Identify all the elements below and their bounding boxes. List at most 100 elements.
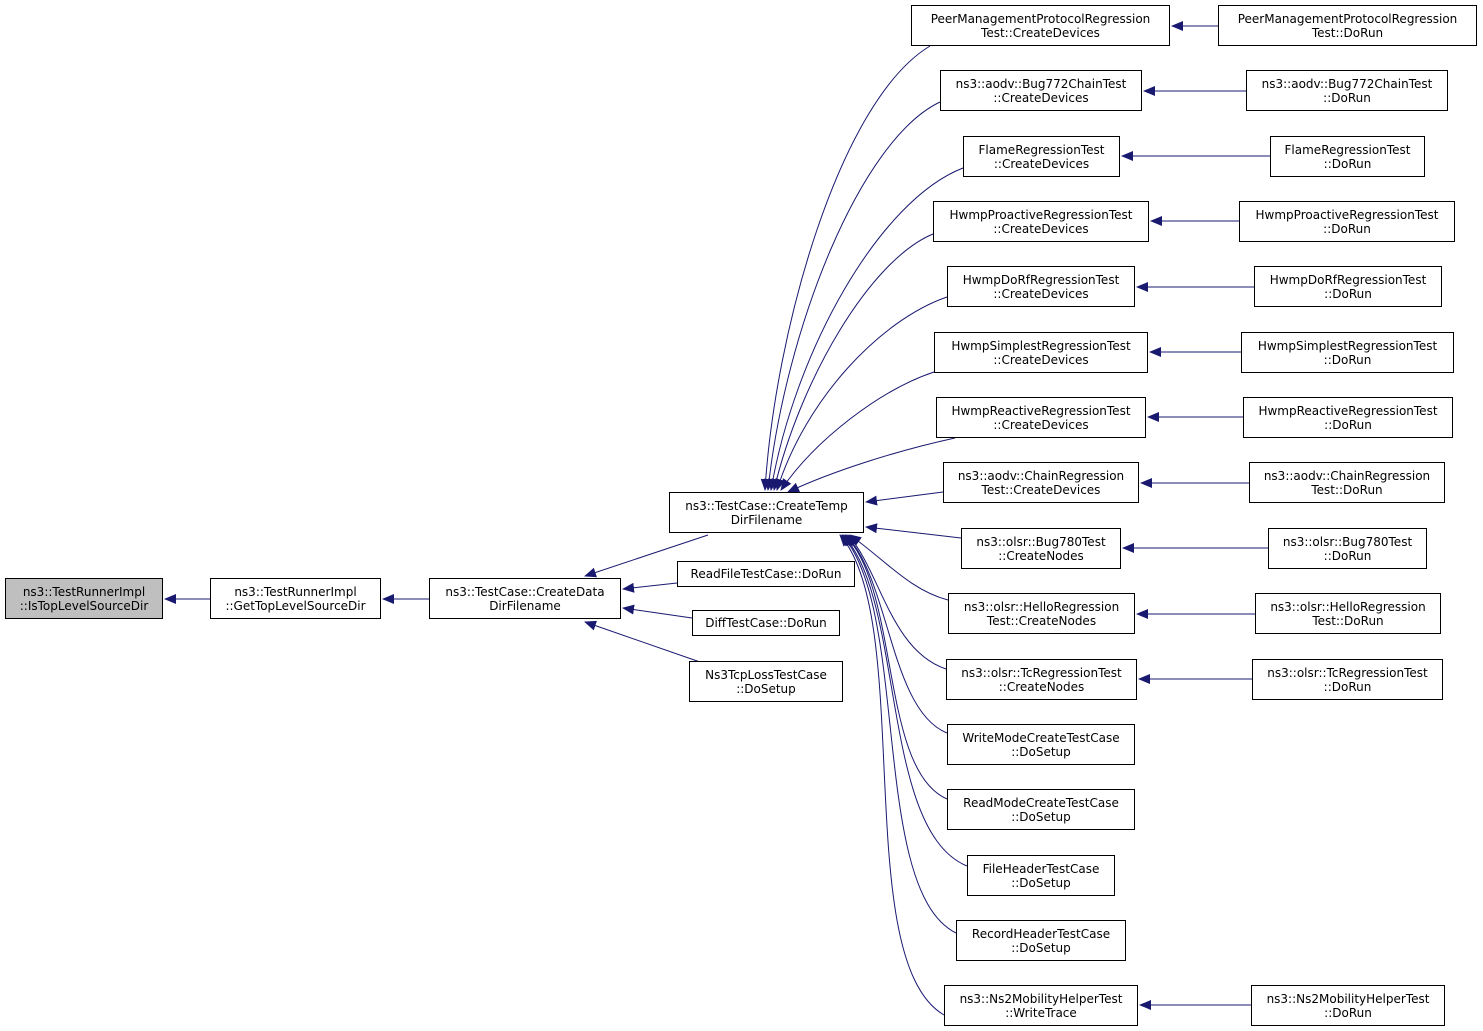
node-label-line2: ::GetTopLevelSourceDir: [225, 598, 366, 613]
node-hwmp-reactive-create-devices[interactable]: HwmpReactiveRegressionTest ::CreateDevic…: [936, 397, 1146, 438]
node-label-line2: ::DoRun: [1323, 90, 1371, 105]
node-label-line1: ns3::TestRunnerImpl: [234, 584, 357, 599]
node-label-line1: ns3::TestCase::CreateData: [445, 584, 605, 599]
node-label-line2: ::DoRun: [1324, 1005, 1372, 1020]
node-olsr-hello-create-nodes[interactable]: ns3::olsr::HelloRegression Test::CreateN…: [948, 593, 1135, 634]
node-write-mode-create-do-setup[interactable]: WriteModeCreateTestCase ::DoSetup: [947, 724, 1135, 765]
node-label-line2: ::DoSetup: [1011, 940, 1071, 955]
node-label-line2: Test::CreateDevices: [981, 25, 1100, 40]
node-hwmp-reactive-do-run[interactable]: HwmpReactiveRegressionTest ::DoRun: [1243, 397, 1453, 438]
node-label-line2: DirFilename: [489, 598, 561, 613]
node-label-line1: PeerManagementProtocolRegression: [930, 11, 1151, 26]
edge-recordheader-to-createtemp: [841, 534, 957, 934]
node-label-line1: ns3::olsr::Bug780Test: [976, 534, 1106, 549]
node-aodv-chain-create-devices[interactable]: ns3::aodv::ChainRegression Test::CreateD…: [943, 462, 1139, 503]
node-label-line2: Test::CreateDevices: [981, 482, 1101, 497]
node-label-line2: ::CreateDevices: [993, 352, 1089, 367]
node-label-line1: FileHeaderTestCase: [982, 861, 1100, 876]
edge-olsrh-cn-to-createtemp: [849, 534, 949, 601]
node-label-line2: ::DoRun: [1324, 417, 1372, 432]
node-ns3-tcp-loss-test-case-do-setup[interactable]: Ns3TcpLossTestCase ::DoSetup: [689, 661, 843, 702]
node-hwmp-proactive-do-run[interactable]: HwmpProactiveRegressionTest ::DoRun: [1239, 201, 1455, 242]
edge-writemode-to-createtemp: [845, 534, 948, 734]
edge-readfile-to-createdata: [622, 582, 678, 593]
node-label-line1: HwmpDoRfRegressionTest: [962, 272, 1120, 287]
node-label-line2: ::CreateDevices: [993, 90, 1089, 105]
edge-olsr780-cn-to-createtemp: [865, 523, 962, 539]
node-label-line1: Ns3TcpLossTestCase: [705, 667, 827, 682]
node-olsr-bug780-do-run[interactable]: ns3::olsr::Bug780Test ::DoRun: [1268, 528, 1427, 569]
node-aodv-chain-do-run[interactable]: ns3::aodv::ChainRegression Test::DoRun: [1249, 462, 1445, 503]
node-peer-management-do-run[interactable]: PeerManagementProtocolRegression Test::D…: [1218, 5, 1477, 46]
node-record-header-do-setup[interactable]: RecordHeaderTestCase ::DoSetup: [956, 920, 1126, 961]
node-peer-management-create-devices[interactable]: PeerManagementProtocolRegression Test::C…: [911, 5, 1170, 46]
node-root-is-top-level-source-dir: ns3::TestRunnerImpl ::IsTopLevelSourceDi…: [5, 578, 163, 619]
node-label-line2: ::DoRun: [1323, 679, 1372, 694]
node-label-line1: RecordHeaderTestCase: [971, 926, 1111, 941]
edge-hwmps-cd-to-createtemp: [780, 371, 935, 491]
node-label-line2: Test::DoRun: [1311, 482, 1383, 497]
node-label-line2: DirFilename: [730, 512, 803, 527]
edge-readmode-to-createtemp: [844, 534, 948, 800]
node-ns2-mobility-write-trace[interactable]: ns3::Ns2MobilityHelperTest ::WriteTrace: [944, 985, 1138, 1026]
node-get-top-level-source-dir[interactable]: ns3::TestRunnerImpl ::GetTopLevelSourceD…: [210, 578, 381, 619]
node-olsr-bug780-create-nodes[interactable]: ns3::olsr::Bug780Test ::CreateNodes: [961, 528, 1121, 569]
node-file-header-do-setup[interactable]: FileHeaderTestCase ::DoSetup: [967, 855, 1115, 896]
node-hwmp-simplest-do-run[interactable]: HwmpSimplestRegressionTest ::DoRun: [1241, 332, 1454, 373]
edge-difftest-to-createdata: [622, 604, 693, 619]
node-label-line1: DiffTestCase::DoRun: [705, 616, 827, 630]
node-label-line2: ::CreateDevices: [993, 417, 1089, 432]
node-label-line2: ::DoSetup: [1011, 809, 1071, 824]
node-read-file-test-case-do-run[interactable]: ReadFileTestCase::DoRun: [677, 561, 855, 587]
node-label-line1: ReadFileTestCase::DoRun: [690, 567, 842, 581]
node-label-line1: ns3::Ns2MobilityHelperTest: [959, 991, 1123, 1006]
node-label-line1: ns3::aodv::ChainRegression: [1263, 468, 1431, 483]
edge-peer-cd-to-createtemp: [760, 45, 931, 491]
node-label-line1: HwmpReactiveRegressionTest: [951, 403, 1131, 418]
node-label-line1: ns3::olsr::HelloRegression: [963, 599, 1120, 614]
edge-ns3tcp-to-createdata: [584, 620, 701, 663]
node-label-line2: ::DoSetup: [1011, 875, 1071, 890]
node-label-line1: PeerManagementProtocolRegression: [1237, 11, 1458, 26]
node-label-line1: ns3::TestRunnerImpl: [22, 584, 146, 599]
node-create-temp-dir-filename[interactable]: ns3::TestCase::CreateTemp DirFilename: [669, 492, 864, 533]
node-olsr-tc-do-run[interactable]: ns3::olsr::TcRegressionTest ::DoRun: [1252, 659, 1443, 700]
node-label-line2: ::DoSetup: [736, 681, 796, 696]
node-label-line2: ::DoRun: [1323, 221, 1371, 236]
node-flame-create-devices[interactable]: FlameRegressionTest ::CreateDevices: [963, 136, 1120, 177]
edge-createtemp-to-createdata: [584, 534, 709, 578]
edge-flame-cd-to-createtemp: [767, 167, 964, 491]
node-hwmp-dorf-do-run[interactable]: HwmpDoRfRegressionTest ::DoRun: [1254, 266, 1442, 307]
node-label-line1: HwmpProactiveRegressionTest: [1255, 207, 1439, 222]
node-ns2-mobility-do-run[interactable]: ns3::Ns2MobilityHelperTest ::DoRun: [1251, 985, 1445, 1026]
node-create-data-dir-filename[interactable]: ns3::TestCase::CreateData DirFilename: [429, 578, 621, 619]
node-hwmp-dorf-create-devices[interactable]: HwmpDoRfRegressionTest ::CreateDevices: [947, 266, 1135, 307]
node-label-line1: ns3::olsr::Bug780Test: [1282, 534, 1413, 549]
node-olsr-tc-create-nodes[interactable]: ns3::olsr::TcRegressionTest ::CreateNode…: [946, 659, 1137, 700]
node-label-line2: Test::DoRun: [1312, 613, 1384, 628]
node-label-line1: HwmpSimplestRegressionTest: [1257, 338, 1438, 353]
node-flame-do-run[interactable]: FlameRegressionTest ::DoRun: [1270, 136, 1425, 177]
node-label-line1: HwmpProactiveRegressionTest: [949, 207, 1133, 222]
node-label-line2: ::DoSetup: [1011, 744, 1071, 759]
node-label-line2: Test::DoRun: [1311, 25, 1384, 40]
node-label-line2: ::CreateDevices: [993, 286, 1089, 301]
node-hwmp-proactive-create-devices[interactable]: HwmpProactiveRegressionTest ::CreateDevi…: [933, 201, 1149, 242]
edge-olsrtc-cn-to-createtemp: [847, 534, 947, 670]
node-label-line1: WriteModeCreateTestCase: [962, 730, 1120, 745]
node-diff-test-case-do-run[interactable]: DiffTestCase::DoRun: [692, 610, 840, 636]
node-hwmp-simplest-create-devices[interactable]: HwmpSimplestRegressionTest ::CreateDevic…: [934, 332, 1148, 373]
node-olsr-hello-do-run[interactable]: ns3::olsr::HelloRegression Test::DoRun: [1255, 593, 1441, 634]
node-label-line1: ReadModeCreateTestCase: [963, 795, 1119, 810]
node-read-mode-create-do-setup[interactable]: ReadModeCreateTestCase ::DoSetup: [947, 789, 1135, 830]
node-label-line2: ::WriteTrace: [1005, 1005, 1077, 1020]
node-label-line2: ::CreateDevices: [993, 221, 1089, 236]
node-label-line2: ::CreateDevices: [993, 156, 1090, 171]
node-aodv-bug772-do-run[interactable]: ns3::aodv::Bug772ChainTest ::DoRun: [1246, 70, 1448, 111]
edge-hwmpp-cd-to-createtemp: [771, 233, 934, 491]
edge-ns2-wt-to-createtemp: [839, 534, 945, 1016]
node-aodv-bug772-create-devices[interactable]: ns3::aodv::Bug772ChainTest ::CreateDevic…: [940, 70, 1142, 111]
node-label-line1: HwmpSimplestRegressionTest: [951, 338, 1131, 353]
node-label-line1: ns3::Ns2MobilityHelperTest: [1266, 991, 1430, 1006]
